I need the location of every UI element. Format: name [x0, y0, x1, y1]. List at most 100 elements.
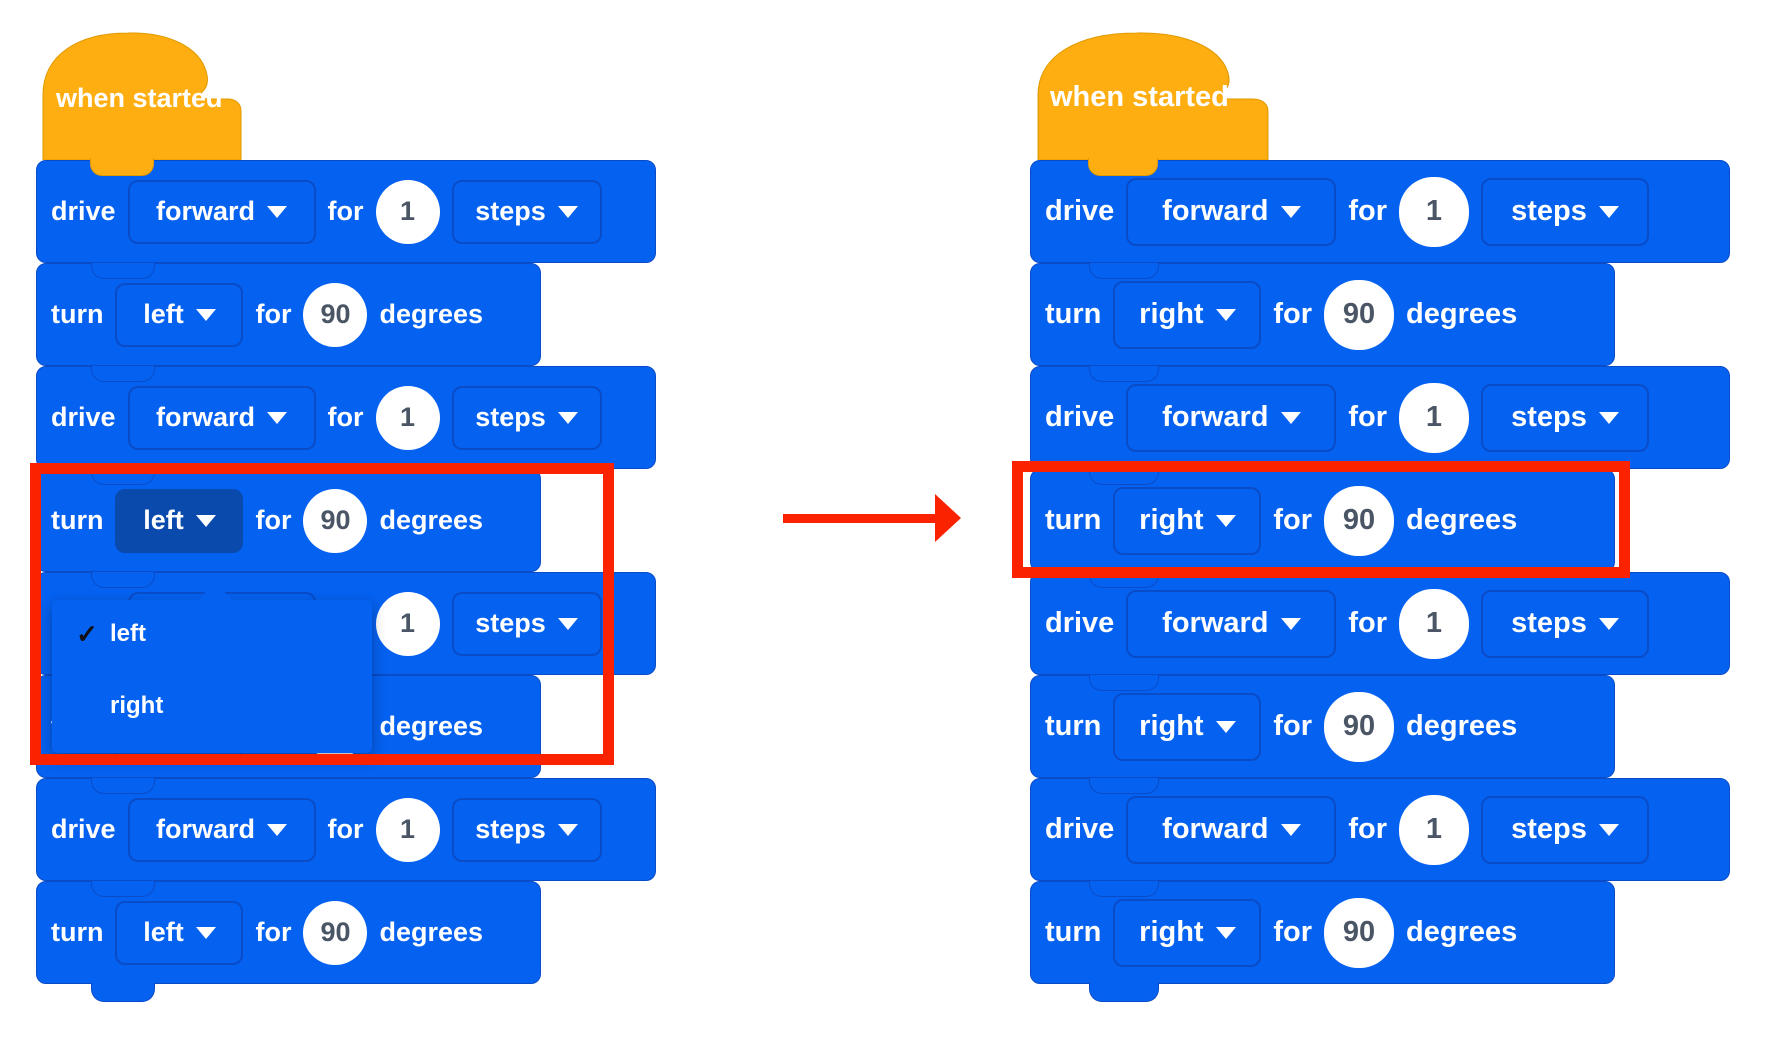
value-input[interactable]: 90: [1324, 691, 1395, 762]
verb-label: turn: [1045, 916, 1102, 948]
for-label: for: [1273, 916, 1313, 948]
verb-label: drive: [1045, 401, 1115, 433]
direction-dropdown[interactable]: right: [1113, 898, 1262, 967]
value-input[interactable]: 90: [303, 900, 368, 965]
unit-value: steps: [475, 608, 546, 638]
block-notch: [91, 778, 155, 794]
hat-shape: [1037, 32, 1269, 160]
value-input[interactable]: 1: [375, 179, 440, 244]
value-input[interactable]: 1: [375, 797, 440, 862]
verb-label: drive: [51, 402, 116, 432]
direction-dropdown[interactable]: forward: [1126, 383, 1337, 452]
value-input[interactable]: 1: [1399, 588, 1469, 659]
block-notch: [1089, 675, 1159, 691]
verb-label: drive: [1045, 813, 1115, 845]
direction-value: right: [1139, 504, 1204, 536]
turn-block-selected[interactable]: turn left for 90 degrees: [36, 469, 541, 572]
unit-value: steps: [1511, 813, 1587, 845]
for-label: for: [255, 505, 292, 535]
chevron-down-icon: [1280, 205, 1301, 218]
chevron-down-icon: [557, 205, 578, 218]
unit-dropdown[interactable]: steps: [451, 385, 602, 450]
block-tab: [91, 983, 155, 1002]
chevron-down-icon: [267, 205, 288, 218]
chevron-down-icon: [1215, 308, 1236, 321]
when-started-hat-block[interactable]: when started: [1030, 25, 1276, 160]
value-input[interactable]: 90: [303, 282, 368, 347]
chevron-down-icon: [195, 926, 216, 939]
unit-dropdown[interactable]: steps: [1481, 383, 1649, 452]
when-started-label: when started: [56, 83, 223, 113]
value-input[interactable]: 90: [1324, 279, 1395, 350]
drive-block[interactable]: drive forward for 1 steps: [1030, 778, 1730, 881]
direction-dropdown[interactable]: forward: [127, 797, 316, 862]
direction-dropdown[interactable]: right: [1113, 486, 1262, 555]
drive-block[interactable]: drive forward for 1 steps: [1030, 366, 1730, 469]
chevron-down-icon: [267, 411, 288, 424]
verb-label: turn: [51, 299, 104, 329]
turn-block[interactable]: turn right for 90 degrees: [1030, 675, 1615, 778]
value-input[interactable]: 1: [1399, 382, 1469, 453]
verb-label: turn: [1045, 710, 1102, 742]
verb-label: turn: [51, 505, 104, 535]
drive-block[interactable]: drive forward for 1 steps: [36, 160, 656, 263]
turn-block[interactable]: turn left for 90 degrees: [36, 263, 541, 366]
unit-label: degrees: [1406, 298, 1518, 330]
unit-dropdown[interactable]: steps: [1481, 795, 1649, 864]
chevron-down-icon: [1215, 926, 1236, 939]
block-notch: [91, 881, 155, 897]
unit-dropdown[interactable]: steps: [451, 797, 602, 862]
dropdown-item-right[interactable]: right: [52, 680, 372, 732]
value-input[interactable]: 90: [1324, 485, 1395, 556]
turn-block[interactable]: turn right for 90 degrees: [1030, 881, 1615, 1002]
unit-dropdown[interactable]: steps: [451, 591, 602, 656]
turn-block[interactable]: turn right for 90 degrees: [1030, 263, 1615, 366]
block-notch: [1089, 778, 1159, 794]
dropdown-item-left[interactable]: ✓ left: [52, 608, 372, 660]
direction-dropdown[interactable]: forward: [1126, 795, 1337, 864]
block-notch: [91, 263, 155, 279]
drive-block[interactable]: drive forward for 1 steps: [36, 366, 656, 469]
direction-dropdown[interactable]: forward: [127, 385, 316, 450]
unit-dropdown[interactable]: steps: [1481, 589, 1649, 658]
direction-dropdown[interactable]: left: [115, 900, 244, 965]
unit-dropdown[interactable]: steps: [1481, 177, 1649, 246]
for-label: for: [255, 299, 292, 329]
direction-dropdown[interactable]: forward: [1126, 589, 1337, 658]
direction-dropdown[interactable]: right: [1113, 692, 1262, 761]
verb-label: drive: [51, 814, 116, 844]
direction-dropdown[interactable]: left: [115, 282, 244, 347]
drive-block[interactable]: drive forward for 1 steps: [1030, 160, 1730, 263]
direction-dropdown-open[interactable]: left: [115, 488, 244, 553]
value-input[interactable]: 1: [1399, 176, 1469, 247]
check-icon: ✓: [76, 618, 98, 649]
unit-label: degrees: [1406, 504, 1518, 536]
drive-block[interactable]: drive forward for 1 steps: [36, 778, 656, 881]
dropdown-menu-caret: [198, 582, 232, 600]
direction-dropdown[interactable]: forward: [1126, 177, 1337, 246]
highlight-box-left: [30, 463, 614, 765]
unit-dropdown[interactable]: steps: [451, 179, 602, 244]
chevron-down-icon: [195, 308, 216, 321]
drive-block[interactable]: drive forward for 1 steps: [1030, 572, 1730, 675]
unit-label: degrees: [379, 711, 484, 741]
value-input[interactable]: 90: [1324, 897, 1395, 968]
for-label: for: [1273, 504, 1313, 536]
unit-value: steps: [1511, 195, 1587, 227]
value-input[interactable]: 1: [375, 385, 440, 450]
for-label: for: [1273, 298, 1313, 330]
direction-dropdown[interactable]: forward: [127, 179, 316, 244]
when-started-hat-block[interactable]: when started: [36, 25, 248, 160]
turn-block[interactable]: turn left for 90 degrees: [36, 881, 541, 1002]
direction-value: left: [143, 505, 184, 535]
arrow-head: [935, 494, 961, 542]
value-input[interactable]: 1: [1399, 794, 1469, 865]
direction-value: forward: [1162, 607, 1269, 639]
value-input[interactable]: 90: [303, 488, 368, 553]
block-notch: [91, 366, 155, 382]
direction-dropdown[interactable]: right: [1113, 280, 1262, 349]
unit-value: steps: [475, 402, 546, 432]
value-input[interactable]: 1: [375, 591, 440, 656]
for-label: for: [255, 917, 292, 947]
for-label: for: [1273, 710, 1313, 742]
